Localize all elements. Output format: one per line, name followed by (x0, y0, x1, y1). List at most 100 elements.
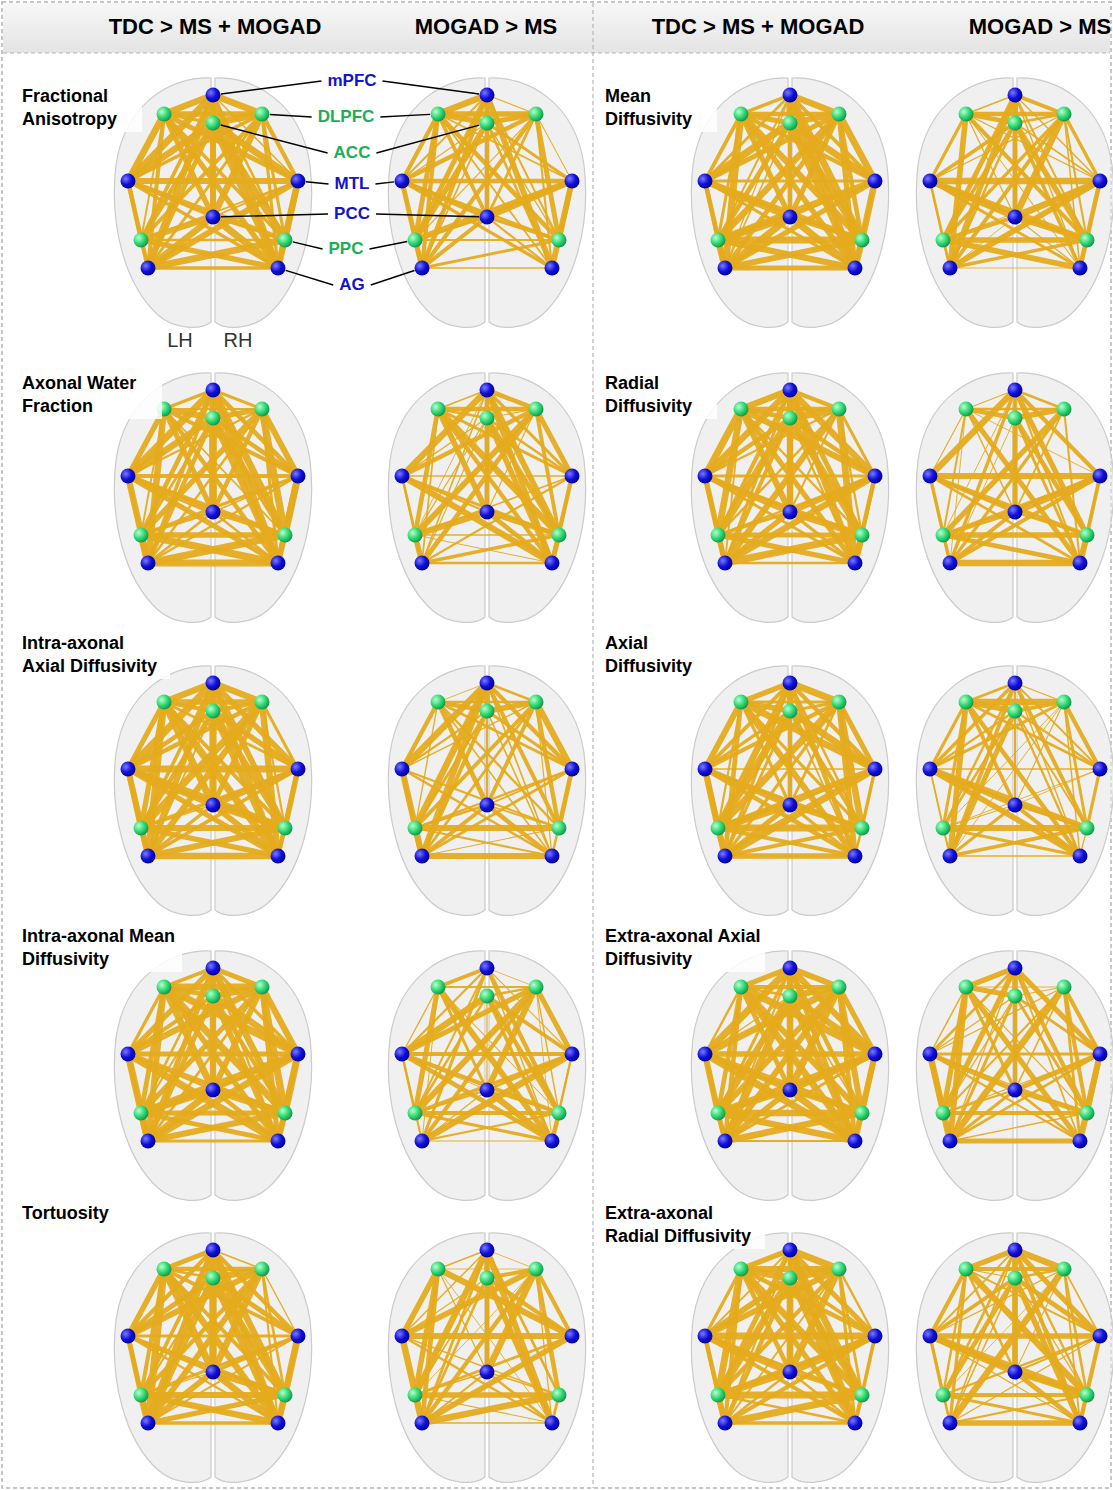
connectivity-edge (943, 240, 1080, 268)
region-sphere (711, 1388, 726, 1403)
region-sphere (408, 528, 423, 543)
region-sphere (959, 695, 974, 710)
connectivity-edge (788, 95, 791, 217)
connectivity-edge (725, 853, 855, 858)
connectivity-edge (790, 968, 875, 1054)
connectivity-edge (285, 1336, 298, 1395)
region-label: AG (337, 275, 367, 295)
region-sphere (959, 1262, 974, 1277)
connectivity-edge (1015, 114, 1064, 217)
region-sphere (783, 1271, 798, 1286)
region-sphere (545, 556, 560, 571)
connectivity-edge (213, 1250, 285, 1395)
region-sphere (552, 233, 567, 248)
connectivity-edge (1014, 968, 1016, 1090)
region-sphere (1080, 1106, 1095, 1121)
region-sphere (1008, 704, 1023, 719)
connectivity-edge (718, 702, 839, 828)
region-sphere (278, 1106, 293, 1121)
region-sphere (431, 695, 446, 710)
region-sphere (848, 1416, 863, 1431)
leader-line (376, 214, 479, 217)
connectivity-edge (213, 1269, 262, 1372)
connectivity-edge (741, 95, 790, 114)
connectivity-edge (422, 1422, 552, 1423)
region-sphere (480, 676, 495, 691)
connectivity-edge (128, 1336, 141, 1395)
connectivity-edge (950, 1138, 1080, 1143)
metric-label: Tortuosity (22, 1202, 162, 1225)
region-sphere (1008, 1243, 1023, 1258)
region-sphere (480, 1271, 495, 1286)
connectivity-edge (930, 181, 1087, 240)
region-sphere (552, 1388, 567, 1403)
connectivity-edge (128, 476, 148, 563)
column-header: MOGAD > MS (969, 14, 1111, 40)
connectivity-edge (213, 683, 262, 702)
region-sphere (395, 469, 410, 484)
region-sphere (480, 961, 495, 976)
region-sphere (943, 1134, 958, 1149)
connectivity-edge (705, 123, 790, 181)
region-sphere (783, 88, 798, 103)
region-sphere (408, 821, 423, 836)
connectivity-edge (415, 239, 559, 241)
connectivity-edge (930, 1250, 1015, 1336)
region-label: DLPFC (316, 107, 377, 127)
region-sphere (431, 1262, 446, 1277)
connectivity-edge (1013, 996, 1017, 1090)
region-sphere (545, 261, 560, 276)
connectivity-edge (487, 181, 572, 217)
region-sphere (734, 1262, 749, 1277)
leader-line (221, 81, 322, 94)
region-sphere (271, 1134, 286, 1149)
leader-line (286, 270, 334, 285)
connectivity-edge (790, 123, 875, 181)
region-sphere (206, 798, 221, 813)
connectivity-edge (1015, 1250, 1064, 1269)
region-sphere (855, 233, 870, 248)
connectivity-edge (950, 987, 1064, 1141)
connectivity-edge (422, 1395, 559, 1423)
connectivity-edge (787, 390, 793, 512)
metric-label: Fractional Anisotropy (22, 85, 142, 132)
connectivity-edge (790, 95, 862, 240)
connectivity-edge (718, 181, 875, 240)
connectivity-edge (1015, 390, 1087, 535)
region-sphere (1008, 210, 1023, 225)
region-sphere (121, 762, 136, 777)
region-sphere (832, 980, 847, 995)
region-sphere (1080, 528, 1095, 543)
region-sphere (718, 556, 733, 571)
region-sphere (783, 1365, 798, 1380)
region-sphere (868, 1047, 883, 1062)
region-sphere (698, 174, 713, 189)
connectivity-edge (559, 769, 572, 828)
region-sphere (1093, 762, 1108, 777)
connectivity-edge (1015, 95, 1100, 181)
connectivity-edge (213, 123, 285, 240)
region-sphere (855, 821, 870, 836)
connectivity-edge (930, 1269, 966, 1336)
region-sphere (278, 528, 293, 543)
brain-network (691, 666, 888, 915)
connectivity-edge (1087, 769, 1100, 828)
region-sphere (1057, 402, 1072, 417)
region-sphere (1008, 1365, 1023, 1380)
region-sphere (431, 402, 446, 417)
region-sphere (157, 695, 172, 710)
brain-network (691, 951, 888, 1200)
region-sphere (545, 849, 560, 864)
region-sphere (552, 1106, 567, 1121)
metric-label: Intra-axonal Mean Diffusivity (22, 925, 182, 972)
connectivity-edge (128, 769, 148, 856)
connectivity-edge (209, 390, 216, 512)
connectivity-edge (487, 987, 536, 1090)
brain-network (691, 78, 888, 327)
connectivity-edge (788, 683, 792, 805)
connectivity-edge (966, 968, 1015, 987)
region-sphere (1057, 695, 1072, 710)
region-sphere (832, 107, 847, 122)
connectivity-edge (210, 123, 216, 217)
